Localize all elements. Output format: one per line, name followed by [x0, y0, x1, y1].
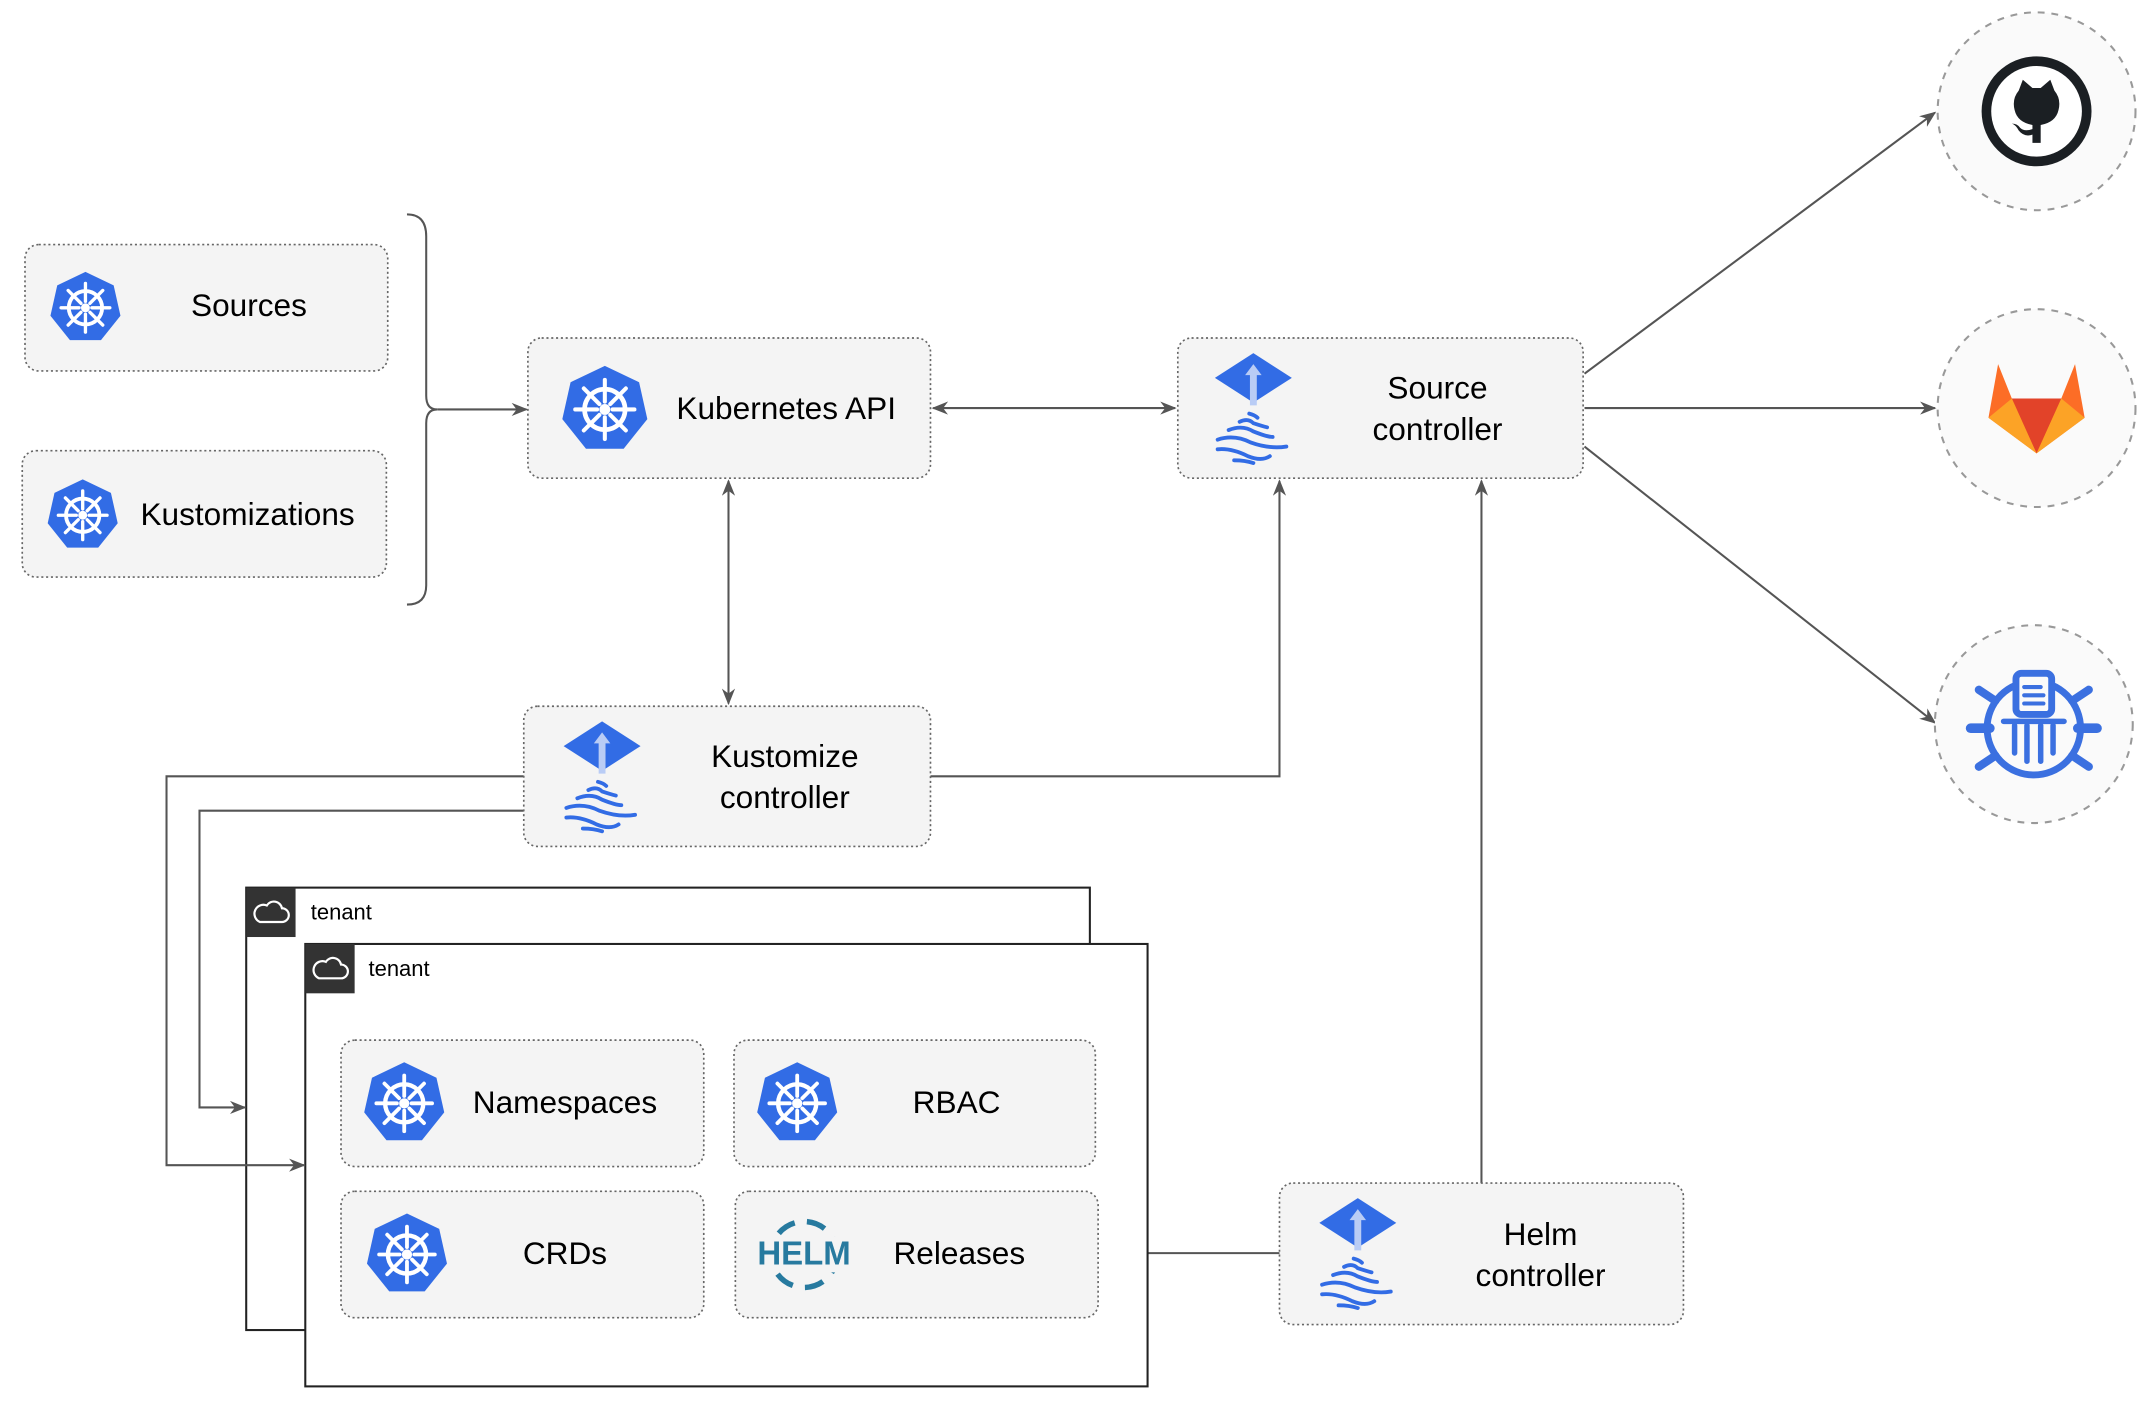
node-kustomize-controller[interactable]: Kustomize controller: [522, 705, 932, 848]
node-label: Kustomizations: [140, 496, 354, 532]
node-kubernetes-api[interactable]: Kubernetes API: [527, 337, 932, 479]
external-gitlab[interactable]: [1936, 308, 2137, 509]
node-label: Namespaces: [473, 1084, 657, 1120]
cloud-icon: [246, 887, 296, 938]
node-label: Kustomize: [711, 738, 858, 774]
node-helm-controller[interactable]: Helm controller: [1278, 1182, 1685, 1326]
external-github[interactable]: [1936, 11, 2137, 212]
external-bucket[interactable]: [1933, 624, 2134, 825]
tenant-label: tenant: [369, 956, 430, 981]
node-label: controller: [720, 779, 850, 815]
node-kustomizations[interactable]: Kustomizations: [21, 449, 388, 578]
group-brace: [406, 213, 438, 606]
node-namespaces[interactable]: Namespaces: [340, 1039, 705, 1168]
svg-text:HELM: HELM: [757, 1235, 850, 1272]
node-releases[interactable]: HELM Releases: [734, 1190, 1099, 1319]
node-label: CRDs: [523, 1235, 607, 1271]
node-label: Kubernetes API: [676, 390, 896, 426]
node-sources[interactable]: Sources: [24, 243, 389, 372]
edge-kustomize-to-tenant-back: [198, 809, 524, 1115]
gitlab-icon: [1988, 364, 2085, 454]
edge-source-to-bucket: [1583, 445, 1937, 724]
cloud-icon: [305, 943, 355, 994]
edge-source-to-github: [1583, 111, 1937, 375]
node-rbac[interactable]: RBAC: [733, 1039, 1097, 1168]
helm-icon: HELM: [757, 1218, 851, 1291]
node-source-controller[interactable]: Source controller: [1176, 337, 1584, 479]
node-crds[interactable]: CRDs: [340, 1190, 705, 1319]
node-label: Source: [1387, 370, 1487, 406]
tenant-label: tenant: [311, 900, 372, 925]
node-label: Helm: [1504, 1216, 1578, 1252]
edge-kustomize-to-tenant-front: [165, 775, 524, 1172]
node-label: Sources: [191, 287, 307, 323]
node-label: RBAC: [913, 1084, 1001, 1120]
bucket-icon: [1965, 669, 2102, 779]
node-label: controller: [1476, 1257, 1606, 1293]
node-label: controller: [1373, 411, 1503, 447]
github-icon: [1981, 56, 2092, 167]
node-label: Releases: [893, 1235, 1025, 1271]
edge-kustomize-to-source: [930, 479, 1287, 778]
